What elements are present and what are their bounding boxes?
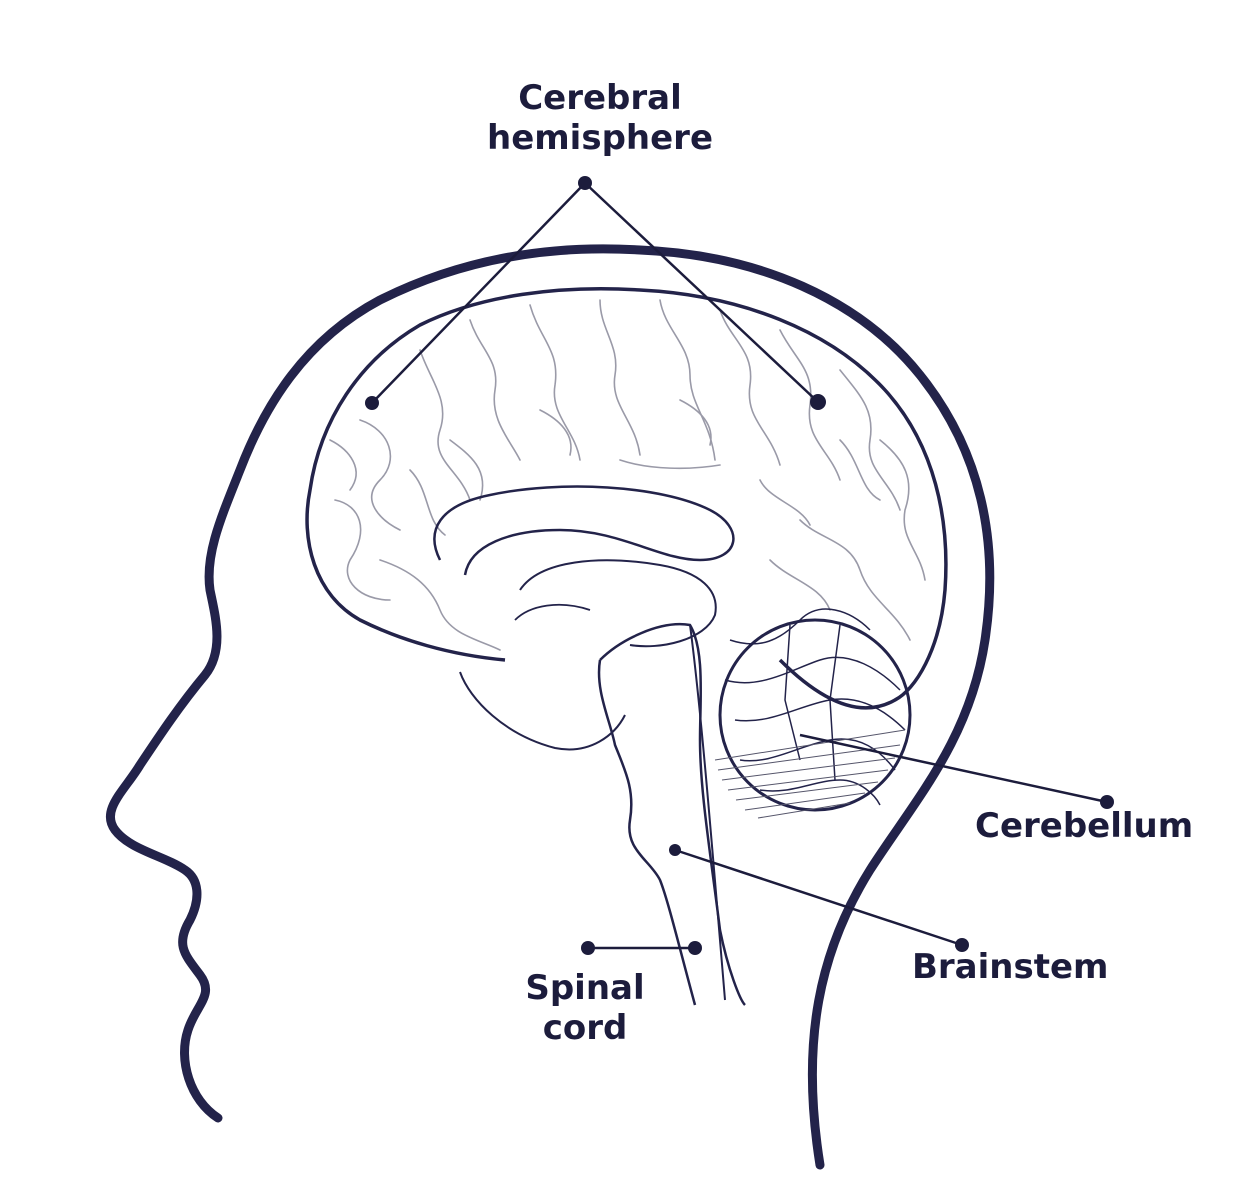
label-spinal-line1: Spinal bbox=[525, 968, 645, 1008]
leader-cerebral-right bbox=[584, 182, 819, 403]
thalamus-outline bbox=[519, 559, 717, 648]
dot-brainstem-end bbox=[955, 938, 969, 952]
cerebellum-folia bbox=[724, 608, 906, 806]
label-brainstem: Brainstem bbox=[912, 947, 1109, 987]
corpus-callosum bbox=[433, 485, 735, 576]
leader-dots bbox=[365, 176, 1114, 955]
dot-cerebral-right bbox=[810, 394, 826, 410]
cerebrum-outline bbox=[305, 287, 948, 710]
label-cerebral-line2: hemisphere bbox=[486, 118, 713, 158]
leader-brainstem bbox=[674, 848, 963, 947]
label-cerebellum: Cerebellum bbox=[975, 806, 1194, 846]
dot-cerebral-left bbox=[365, 396, 379, 410]
brainstem-outline bbox=[599, 622, 746, 1006]
leader-cerebral-left bbox=[371, 182, 586, 404]
label-cerebral-line1: Cerebral bbox=[518, 78, 682, 118]
leader-lines bbox=[371, 182, 1108, 950]
label-spinal-line2: cord bbox=[542, 1008, 628, 1048]
dot-cerebral-apex bbox=[578, 176, 592, 190]
brain-gyri bbox=[329, 299, 926, 651]
label-spinal-cord: Spinal cord bbox=[505, 968, 665, 1048]
dot-spinal-start bbox=[581, 941, 595, 955]
dot-spinal-end bbox=[688, 941, 702, 955]
dot-brainstem-start bbox=[669, 844, 681, 856]
head-outline bbox=[105, 244, 995, 1170]
cerebellum-hatch bbox=[714, 729, 906, 819]
leader-cerebellum bbox=[799, 733, 1108, 804]
temporal-lobe-outline bbox=[459, 671, 626, 751]
cerebellum-shape bbox=[718, 618, 912, 812]
label-cerebral-hemisphere: Cerebral hemisphere bbox=[470, 78, 730, 158]
dot-cerebellum-end bbox=[1100, 795, 1114, 809]
